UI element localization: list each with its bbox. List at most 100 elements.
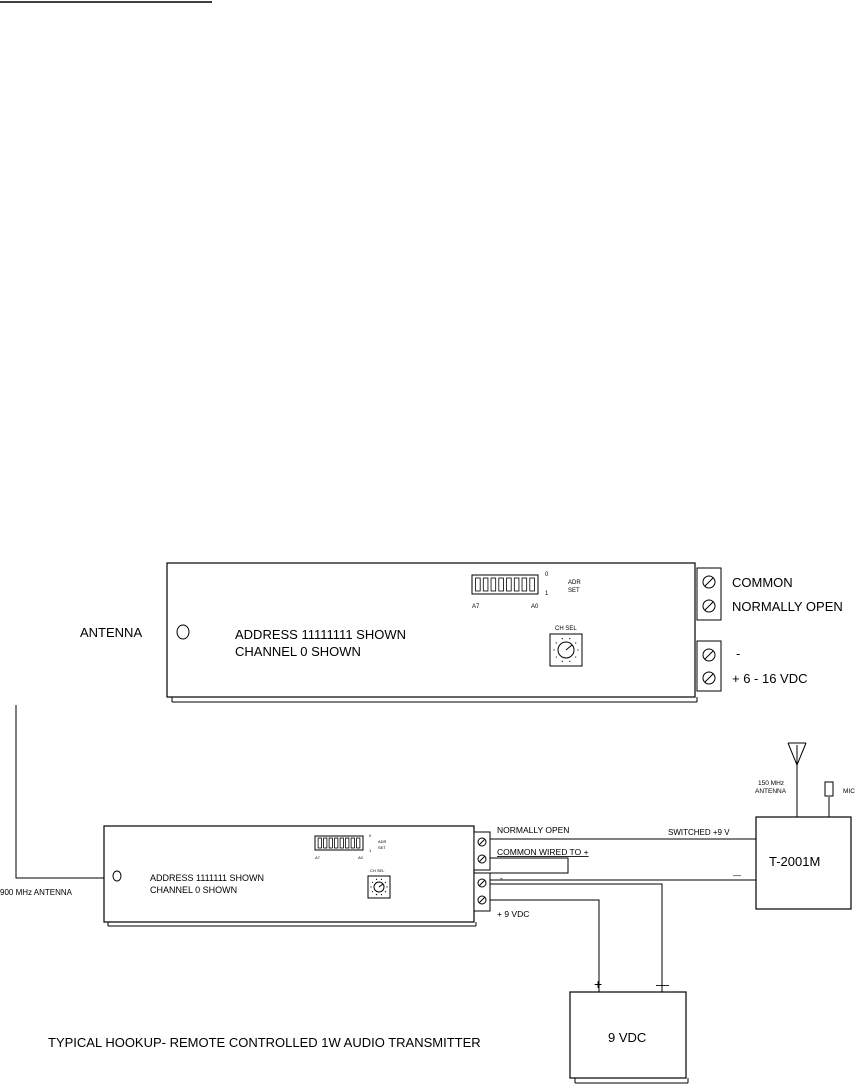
dial-tick xyxy=(371,881,374,883)
dip-switch-cell xyxy=(328,837,333,849)
screw-terminal-icon xyxy=(477,878,487,888)
dip-switch-cell xyxy=(345,837,350,849)
dip-switch-cell xyxy=(513,577,520,592)
bottom-terminal-plus-label: + 9 VDC xyxy=(497,909,529,919)
dial-tick xyxy=(575,642,577,644)
dial-tick xyxy=(569,637,571,640)
dip-switch-cell xyxy=(323,837,328,849)
wire-common-jumper xyxy=(490,857,569,874)
svg-text:0: 0 xyxy=(369,833,372,838)
bottom-antenna-connector xyxy=(112,870,122,882)
dip-switch-cell xyxy=(317,837,322,849)
svg-text:0: 0 xyxy=(545,572,549,578)
bottom-terminal-block-power xyxy=(473,872,491,912)
diagram-caption: TYPICAL HOOKUP- REMOTE CONTROLLED 1W AUD… xyxy=(48,1035,481,1050)
mic-label: MIC xyxy=(843,788,855,795)
dip-switch-cell xyxy=(482,577,489,592)
battery-name: 9 VDC xyxy=(608,1030,646,1045)
dip-switch-cell xyxy=(521,577,528,592)
transmitter-minus-label: — xyxy=(733,871,741,880)
top-adr-label: ADR xyxy=(568,580,581,586)
dial-tick xyxy=(577,649,579,651)
screw-terminal-icon xyxy=(702,671,716,685)
antenna-icon xyxy=(787,742,807,767)
screw-terminal-icon xyxy=(477,854,487,864)
bottom-set-label: SET xyxy=(378,845,386,850)
top-dip-switch: 0 1 A7 A0 ADR SET xyxy=(471,572,581,610)
bottom-rotary-dial-icon xyxy=(373,881,385,893)
dial-tick xyxy=(555,656,557,658)
screw-terminal-icon xyxy=(702,575,716,589)
dial-tick xyxy=(380,878,383,880)
battery-plus-label: + xyxy=(594,976,602,992)
svg-text:CH SEL: CH SEL xyxy=(555,626,577,632)
dial-tick xyxy=(375,878,378,880)
top-terminal-plus-label: + 6 - 16 VDC xyxy=(732,671,808,686)
transmitter-antenna-label-2: ANTENNA xyxy=(755,788,787,795)
microphone-icon xyxy=(824,781,834,797)
dial-tick xyxy=(561,637,563,640)
screw-terminal-icon xyxy=(702,648,716,662)
bottom-address-text: ADDRESS 1111111 SHOWN xyxy=(150,873,264,883)
dip-switch-cell xyxy=(498,577,504,592)
top-rotary-dial-icon xyxy=(557,641,575,659)
svg-text:A7: A7 xyxy=(315,855,321,860)
dial-tick xyxy=(569,660,571,663)
bottom-terminal-common-label: COMMON WIRED TO + xyxy=(497,847,589,857)
svg-text:A0: A0 xyxy=(531,604,539,610)
bottom-channel-text: CHANNEL 0 SHOWN xyxy=(150,885,237,895)
top-set-label: SET xyxy=(568,588,580,594)
bottom-terminal-no-label: NORMALLY OPEN xyxy=(497,825,569,835)
top-receiver-board: ANTENNA ADDRESS 11111111 SHOWN CHANNEL 0… xyxy=(80,562,843,703)
transmitter-t2001m: T-2001M 150 MHz ANTENNA MIC SWITCHED +9 … xyxy=(668,742,855,910)
switched-9v-label: SWITCHED +9 V xyxy=(668,828,730,837)
bottom-board-outline xyxy=(103,825,475,923)
dip-switch-cell xyxy=(356,837,361,849)
svg-text:1: 1 xyxy=(369,848,372,853)
svg-text:A0: A0 xyxy=(358,855,364,860)
dial-tick xyxy=(555,642,557,644)
dial-tick xyxy=(575,656,577,658)
dial-tick xyxy=(384,891,387,893)
dial-tick xyxy=(380,894,383,896)
dial-tick xyxy=(370,886,372,888)
top-board-outline xyxy=(166,562,696,698)
screw-terminal-icon xyxy=(477,895,487,905)
transmitter-name: T-2001M xyxy=(769,854,820,869)
dip-switch-cell xyxy=(475,577,481,592)
top-terminal-minus-label: - xyxy=(736,646,740,661)
transmitter-antenna-label-1: 150 MHz xyxy=(758,780,784,787)
screw-terminal-icon xyxy=(477,837,487,847)
top-channel-selector: CH SEL xyxy=(549,626,583,667)
top-terminal-no-label: NORMALLY OPEN xyxy=(732,599,843,614)
dip-switch-cell xyxy=(334,837,339,849)
bottom-dip-switch: 0 1 A7 A0 ADR SET xyxy=(314,833,387,860)
bottom-channel-selector: CH SEL xyxy=(367,868,391,899)
bottom-terminal-minus-label: - xyxy=(500,873,503,883)
top-antenna-label: ANTENNA xyxy=(80,625,142,640)
wiring xyxy=(490,838,756,992)
bottom-terminal-block-relay xyxy=(473,831,491,871)
dial-tick xyxy=(561,660,563,663)
svg-text:A7: A7 xyxy=(472,604,480,610)
dip-switch-cell xyxy=(490,577,497,592)
top-terminal-block-power xyxy=(696,640,722,692)
dip-switch-cell xyxy=(350,837,355,849)
top-channel-text: CHANNEL 0 SHOWN xyxy=(235,644,361,659)
wire-battery-plus xyxy=(490,899,600,992)
bottom-antenna-label: 900 MHz ANTENNA xyxy=(0,888,73,897)
transmitter-box xyxy=(755,816,852,910)
antenna-wire xyxy=(15,705,117,879)
dial-tick xyxy=(375,894,378,896)
wire-battery-minus xyxy=(490,883,663,992)
dip-switch-cell xyxy=(506,577,512,592)
bottom-receiver-board: 900 MHz ANTENNA ADDRESS 1111111 SHOWN CH… xyxy=(0,825,589,927)
dial-tick xyxy=(371,891,374,893)
dip-switch-cell xyxy=(339,837,344,849)
top-antenna-connector xyxy=(176,624,190,640)
battery-9vdc: + — 9 VDC xyxy=(569,976,689,1084)
dial-tick xyxy=(553,649,555,651)
svg-text:1: 1 xyxy=(545,591,549,597)
dial-tick xyxy=(384,881,387,883)
